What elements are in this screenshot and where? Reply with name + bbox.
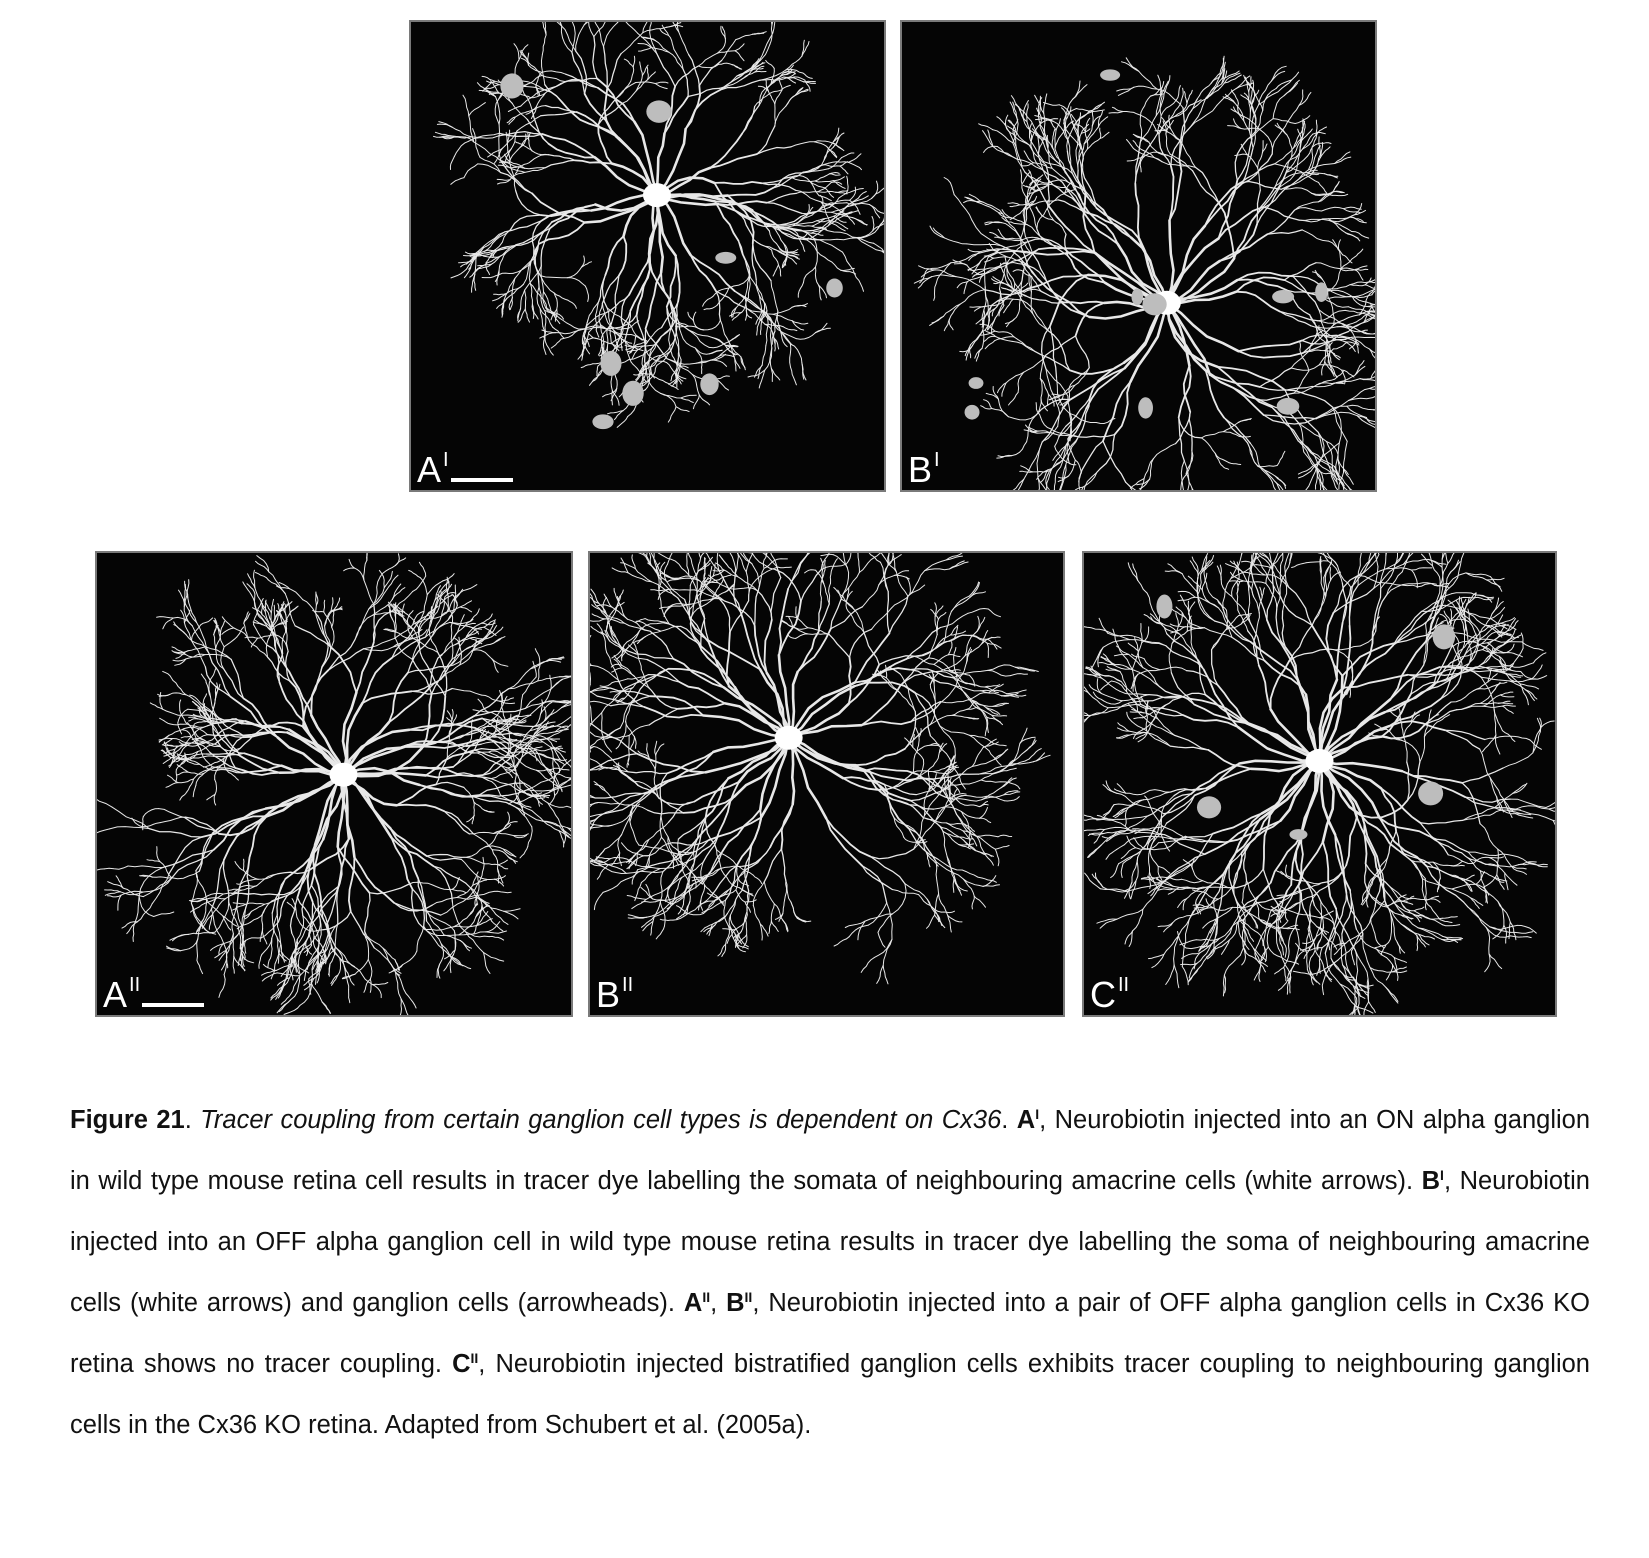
caption-ref-b2: BII	[726, 1289, 753, 1317]
micrograph-c2	[1084, 553, 1555, 1015]
caption-text-a1: , Neurobiotin injected into an ON alpha …	[70, 1106, 1591, 1195]
scale-bar	[142, 1003, 205, 1007]
caption-text-c2: , Neurobiotin injected bistratified gang…	[70, 1350, 1590, 1439]
micrograph-a2	[97, 553, 571, 1015]
figure-title: Tracer coupling from certain ganglion ce…	[200, 1106, 1002, 1134]
caption-ref-c2: CII	[452, 1350, 479, 1378]
caption-text-b1: , Neurobiotin injected into an OFF alpha…	[70, 1167, 1590, 1317]
scale-bar	[450, 478, 513, 482]
caption-separator: ,	[710, 1289, 727, 1317]
micrograph-b1	[913, 55, 1375, 490]
caption-ref-b1: BI	[1421, 1167, 1444, 1195]
caption-ref-a1: AI	[1016, 1106, 1040, 1134]
caption-text-ab2: , Neurobiotin injected into a pair of OF…	[70, 1289, 1591, 1378]
figure-label: Figure 21	[70, 1106, 185, 1134]
micrograph-a1	[433, 22, 884, 430]
caption-ref-a2: AII	[683, 1289, 711, 1317]
figure-caption: Figure 21. Tracer coupling from certain …	[70, 1106, 1591, 1439]
micrograph-b2	[590, 553, 1051, 985]
